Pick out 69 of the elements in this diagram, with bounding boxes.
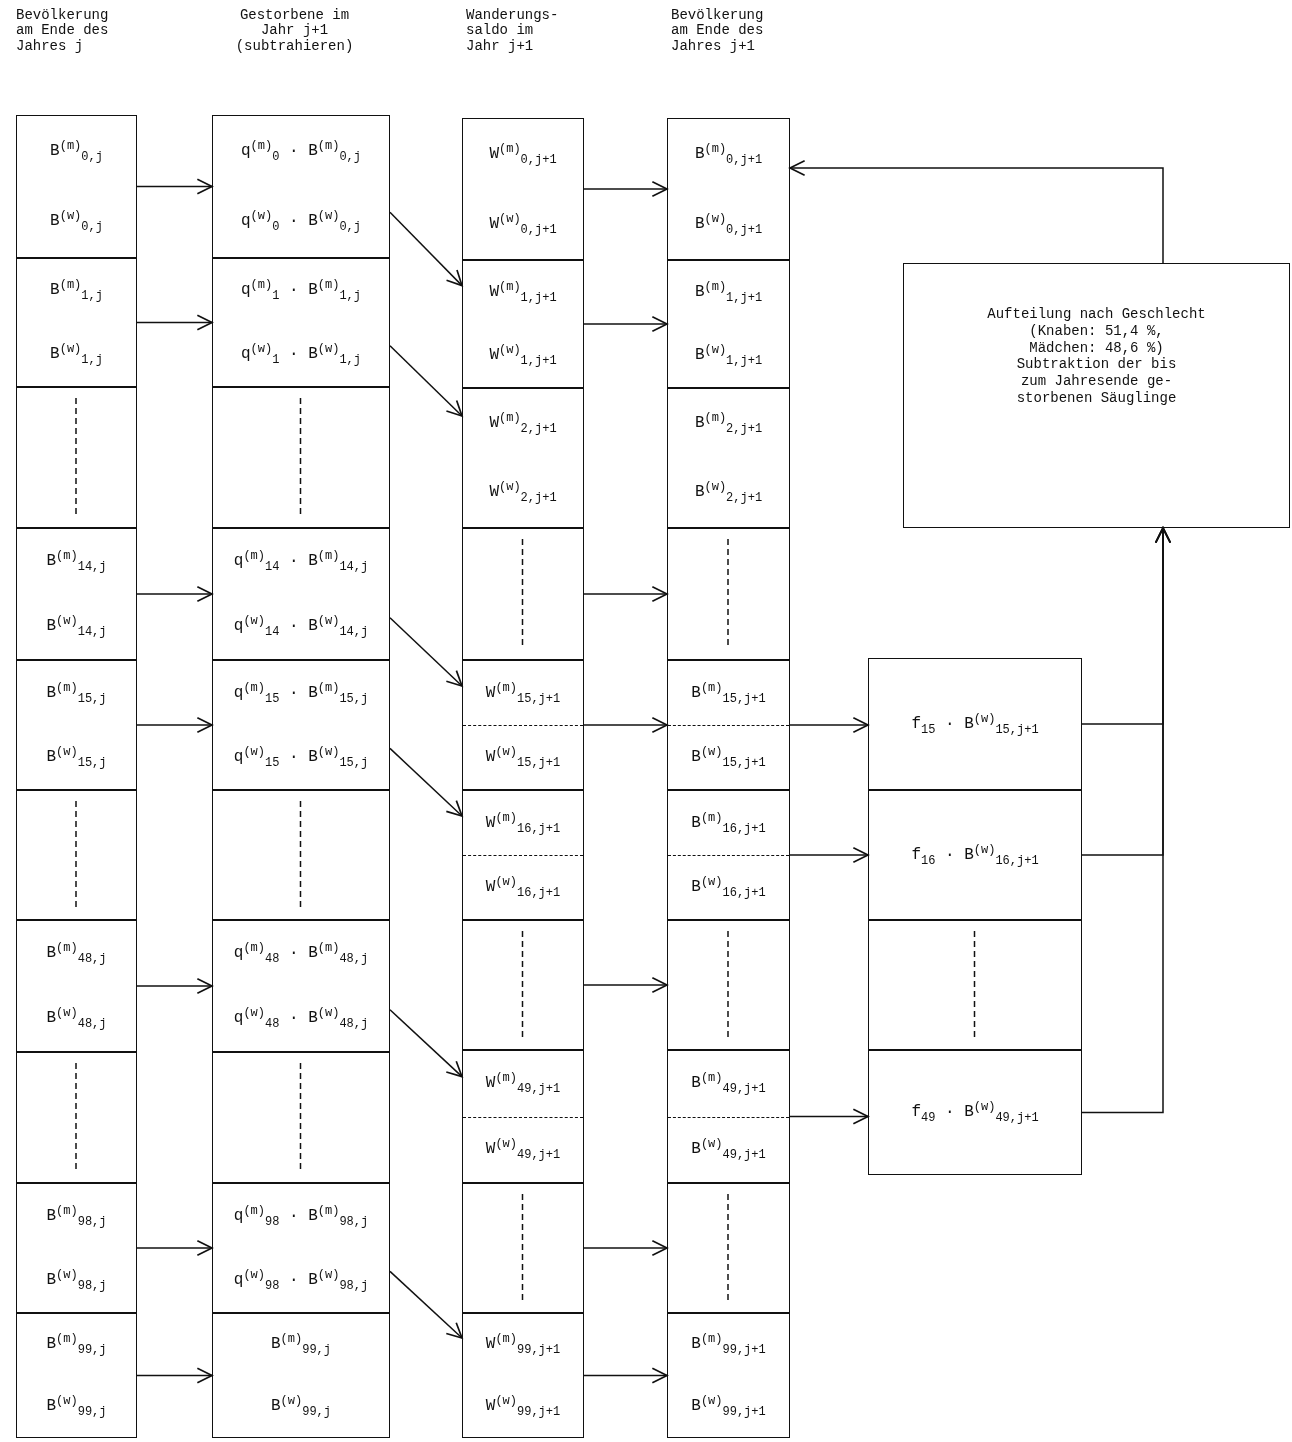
table-cell <box>667 260 790 388</box>
table-cell <box>868 658 1082 790</box>
arrow <box>789 1108 869 1125</box>
arrow <box>136 585 213 603</box>
table-cell <box>16 258 137 387</box>
arrow <box>136 1367 213 1384</box>
arrow <box>789 846 869 864</box>
arrow <box>389 617 463 687</box>
table-cell <box>16 1183 137 1313</box>
table-cell <box>16 920 137 1052</box>
table-cell <box>462 1050 584 1183</box>
column-heading: Gestorbene im Jahr j+1 (subtrahieren) <box>234 8 355 55</box>
empty-cell <box>16 1052 137 1183</box>
table-cell <box>462 388 584 528</box>
table-cell <box>212 920 390 1052</box>
empty-cell <box>16 790 137 920</box>
note-text: Aufteilung nach Geschlecht <box>987 306 1206 323</box>
empty-cell <box>212 387 390 528</box>
table-cell <box>667 660 790 790</box>
arrow <box>136 1239 213 1257</box>
arrow <box>583 976 668 994</box>
arrow <box>789 159 1164 264</box>
arrow <box>389 1009 463 1078</box>
arrow <box>789 716 869 734</box>
arrow <box>583 585 668 603</box>
empty-cell <box>462 920 584 1050</box>
table-cell <box>667 790 790 920</box>
empty-cell <box>212 790 390 920</box>
arrow <box>389 747 463 817</box>
empty-cell <box>462 528 584 660</box>
empty-cell <box>212 1052 390 1183</box>
table-cell <box>868 790 1082 920</box>
arrow <box>1081 527 1172 1114</box>
table-cell <box>667 1050 790 1183</box>
arrow <box>583 315 668 333</box>
table-cell <box>868 1050 1082 1175</box>
table-cell <box>212 258 390 387</box>
table-cell <box>16 660 137 790</box>
column-heading: Wanderungs- saldo im Jahr j+1 <box>466 8 560 55</box>
arrow <box>583 1239 668 1257</box>
arrow <box>389 1270 463 1339</box>
empty-cell <box>667 528 790 660</box>
arrow <box>136 314 213 331</box>
arrow <box>136 716 213 734</box>
arrow <box>583 716 668 734</box>
empty-cell <box>667 920 790 1050</box>
arrow <box>389 211 463 287</box>
table-cell <box>462 260 584 388</box>
column-heading: Bevölkerung am Ende des Jahres j <box>16 8 110 55</box>
empty-cell <box>16 387 137 528</box>
table-cell <box>16 528 137 660</box>
arrow <box>136 977 213 995</box>
arrow <box>583 1367 668 1384</box>
table-cell <box>212 528 390 660</box>
table-cell <box>462 660 584 790</box>
arrow <box>389 344 463 417</box>
arrow <box>136 178 213 195</box>
table-cell <box>462 790 584 920</box>
table-cell <box>212 1183 390 1313</box>
arrow <box>583 180 668 198</box>
note-text: (Knaben: 51,4 %, Mädchen: 48,6 %) <box>1028 322 1165 357</box>
table-cell <box>667 388 790 528</box>
empty-cell <box>868 920 1082 1050</box>
note-box <box>903 263 1290 528</box>
note-text: Subtraktion der bis zum Jahresende ge- storbenen Säuglinge <box>1015 356 1178 407</box>
table-cell <box>212 660 390 790</box>
column-heading: Bevölkerung am Ende des Jahres j+1 <box>671 8 765 55</box>
empty-cell <box>462 1183 584 1313</box>
empty-cell <box>667 1183 790 1313</box>
